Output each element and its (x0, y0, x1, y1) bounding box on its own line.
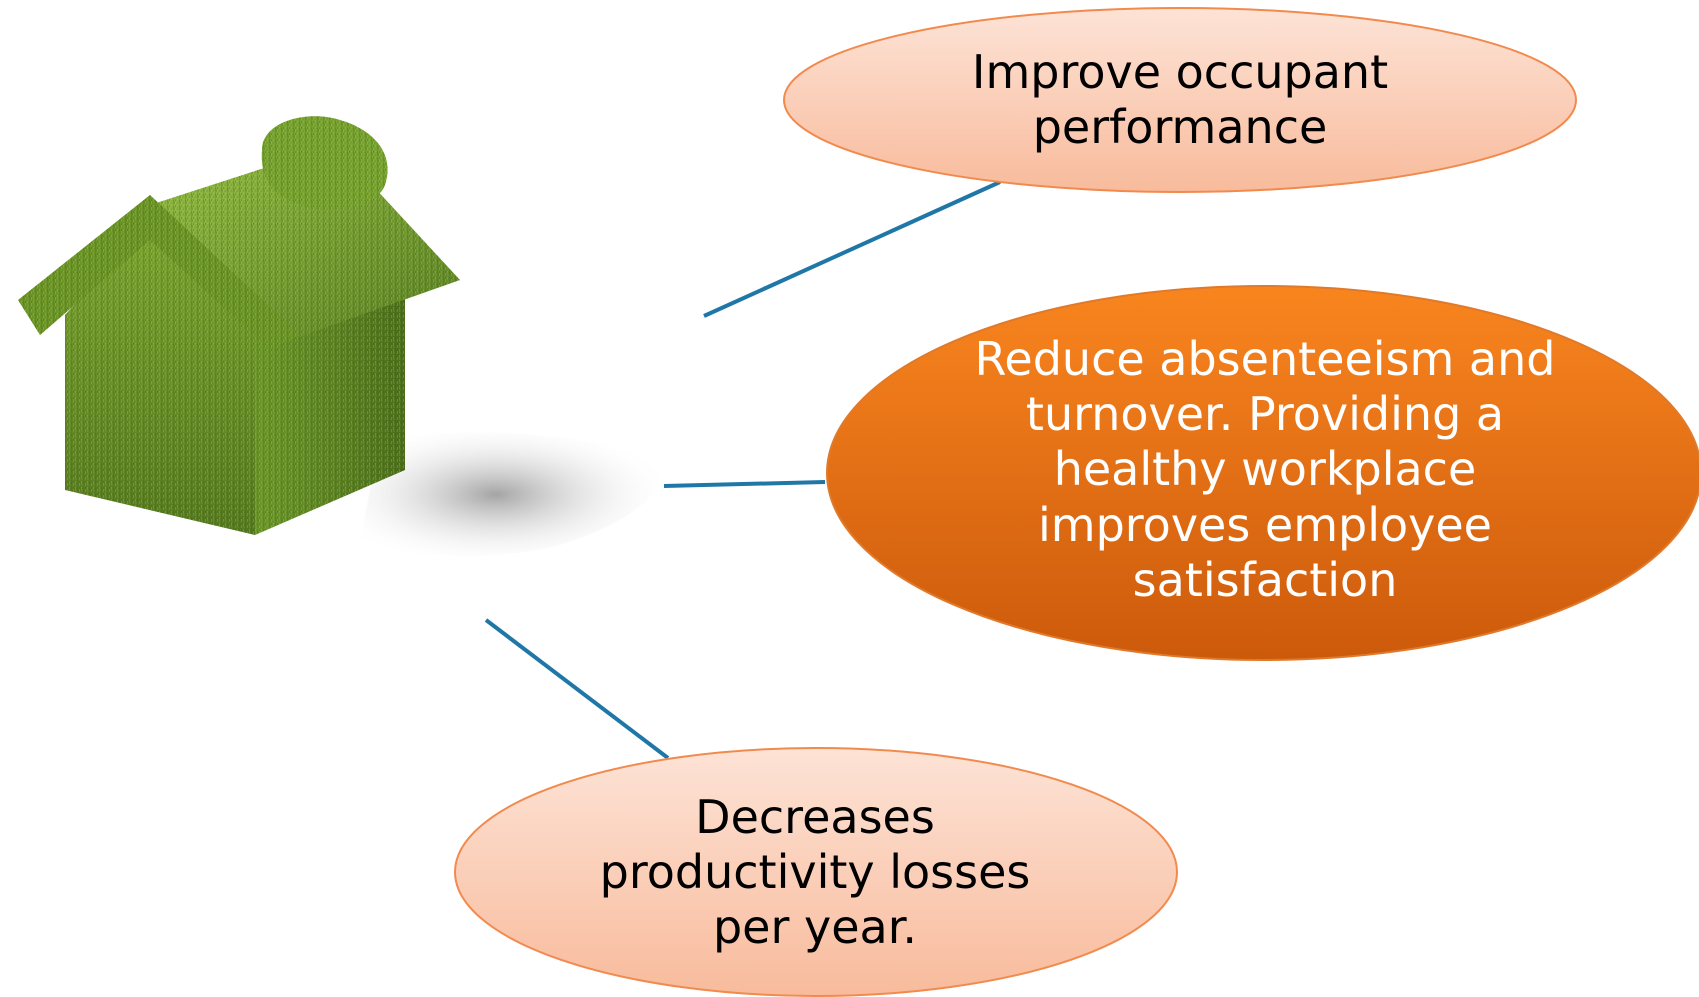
bubble-bottom-text: Decreases productivity losses per year. (580, 780, 1050, 965)
connector-bottom (484, 618, 670, 760)
bubble-top-shape (783, 7, 1577, 193)
connector-top (703, 180, 1001, 318)
bubble-top-label: Improve occupant performance (971, 44, 1389, 154)
house-shadow (360, 432, 662, 557)
bubble-middle-label: Reduce absenteeism and turnover. Providi… (974, 332, 1556, 607)
bubble-middle-text: Reduce absenteeism and turnover. Providi… (950, 325, 1580, 615)
bubble-bottom-shape (454, 747, 1178, 997)
bubble-bottom-label: Decreases productivity losses per year. (599, 789, 1031, 955)
connector-middle (663, 480, 826, 488)
grass-house-icon (18, 116, 460, 535)
bubble-middle-shape (826, 285, 1699, 661)
bubble-top-text: Improve occupant performance (930, 30, 1430, 170)
